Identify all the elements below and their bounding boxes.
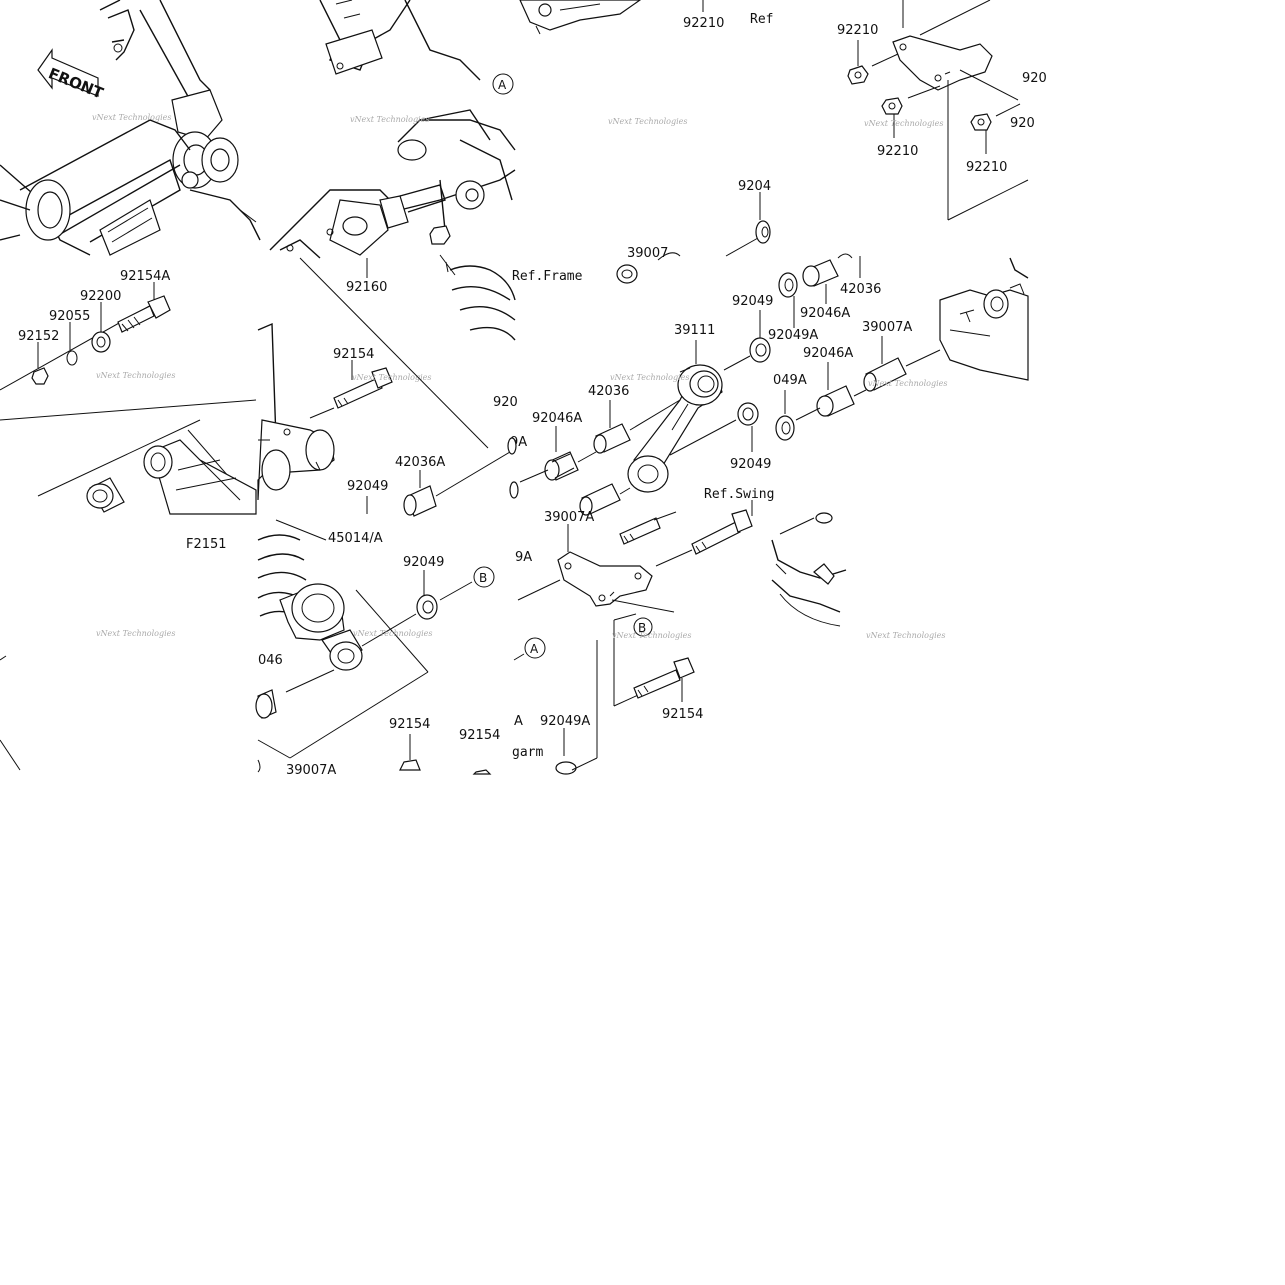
callout-a-circle-lower (524, 637, 546, 659)
watermark-text: vNext Technologies (353, 629, 432, 638)
part-label-a: A (514, 714, 523, 729)
ref-swingarm-label: garm (512, 745, 543, 760)
part-label-45014a: 45014/A (328, 531, 383, 546)
part-label-92210: 92210 (837, 23, 878, 38)
part-label-92049: 92049 (730, 457, 771, 472)
watermark-text: vNext Technologies (866, 631, 945, 640)
rocker-link-39111 (627, 364, 723, 493)
part-label-920: 920 (1010, 116, 1035, 131)
part-label-92154a: 92154A (120, 269, 170, 284)
bearing-92046a-lower (816, 385, 855, 417)
callout-b-label: B (638, 621, 646, 635)
part-label-9a: 9A (515, 550, 532, 565)
part-label-92049: 92049 (732, 294, 773, 309)
panel-upper-frame: 92160 A vNext Technologies Ref.Frame (269, 0, 583, 341)
panel-rocker-arm: 39007 9204 39111 92049 (519, 179, 774, 516)
part-label-92154: 92154 (389, 717, 430, 732)
watermark-text: vNext Technologies (610, 373, 689, 382)
watermark-text: vNext Technologies (612, 631, 691, 640)
part-label-39111: 39111 (674, 323, 715, 338)
part-label-92049: 92049 (403, 555, 444, 570)
part-label-92200: 92200 (80, 289, 121, 304)
bearing-92046a (544, 451, 579, 481)
panel-shock-spring: 45014/A 046 92049 B vNext Technologies 9… (255, 519, 500, 778)
watermark-text: vNext Technologies (352, 373, 431, 382)
part-label-92049: 92049 (347, 479, 388, 494)
part-label-92154: 92154 (459, 728, 500, 743)
callout-b-circle (473, 566, 495, 588)
panel-lower-link: 39007A 9A B vNext Technologies (512, 509, 753, 775)
watermark-text: vNext Technologies (92, 113, 171, 122)
part-label-42036: 42036 (588, 384, 629, 399)
bolt-92154a (117, 295, 171, 333)
watermark-text: vNext Technologies (96, 371, 175, 380)
part-label-9204: 9204 (738, 179, 771, 194)
part-label-92049a: 92049A (768, 328, 818, 343)
bolt-upper-link (619, 517, 661, 545)
front-arrow-icon: FRONT (37, 48, 106, 103)
part-label-920: 920 (493, 395, 518, 410)
part-label-92210: 92210 (683, 16, 724, 31)
watermark-text: vNext Technologies (608, 117, 687, 126)
watermark-text: vNext Technologies (96, 629, 175, 638)
sleeve-lower (579, 483, 621, 516)
part-label-42036: 42036 (840, 282, 881, 297)
part-label-42036a: 42036A (395, 455, 445, 470)
figure-code: F2151 (186, 537, 227, 552)
part-label-39007: 39007 (627, 246, 668, 261)
part-label-92046a: 92046A (532, 411, 582, 426)
shock-top (143, 439, 257, 515)
ref-swing-label: Ref.Swing (704, 487, 774, 502)
bolt-long-link (691, 509, 753, 555)
part-label-92046a: 92046A (800, 306, 850, 321)
watermark-text: vNext Technologies (868, 379, 947, 388)
callout-b-label: B (479, 571, 487, 585)
part-label-92210: 92210 (877, 144, 918, 159)
callout-a-circle (492, 73, 514, 95)
part-label-42036: 39007A (862, 320, 912, 335)
bolt-92154-lower (633, 657, 695, 699)
sleeve-42036-right (863, 357, 907, 392)
sleeve-46 (86, 477, 125, 513)
sleeve-42036 (593, 423, 631, 454)
callout-b-circle-lower (633, 617, 653, 637)
part-label-92055: 92055 (49, 309, 90, 324)
ref-label: Ref (750, 12, 773, 27)
part-label-92049a: 92049A (540, 714, 590, 729)
part-label-92160: 92160 (346, 280, 387, 295)
watermark-text: vNext Technologies (350, 115, 429, 124)
callout-a-label: A (498, 78, 507, 92)
sleeve-42036a (403, 485, 437, 517)
watermark-text: vNext Technologies (864, 119, 943, 128)
part-label-046: 046 (258, 653, 283, 668)
part-label-39007a: 39007A (286, 763, 336, 778)
bolt-92154 (333, 367, 393, 409)
bearing-92046a-upper (802, 259, 839, 287)
part-label-92046a: 92046A (803, 346, 853, 361)
panel-top-center-bracket: 92210 Ref vNext Technologies (519, 0, 773, 126)
ref-frame-label: Ref.Frame (512, 269, 583, 284)
panel-top-right-plate: 92210 92210 92210 920 920 vNext Technolo… (837, 0, 1047, 221)
callout-a-label: A (530, 642, 539, 656)
panel-shock-mount: 92154 vNext Technologies 42036A 92049 92… (257, 257, 527, 517)
part-label-92210: 92210 (966, 160, 1007, 175)
part-label-92154: 92154 (333, 347, 374, 362)
part-label-920: 920 (1022, 71, 1047, 86)
part-label-92152: 92152 (18, 329, 59, 344)
panel-frame-front: FRONT vNext Technologies (0, 0, 261, 256)
part-label-049a: 049A (773, 373, 807, 388)
panel-swingarm: vNext Technologies (771, 512, 945, 640)
part-label-92154: 92154 (662, 707, 703, 722)
panel-left-bolts: 92154A 92200 92055 92152 vNext Technolog… (0, 269, 257, 515)
panel-lower-left: F2151 vNext Technologies (0, 537, 227, 771)
panel-right-bearings: 92049A 92046A 42036 049A 92046A 3 (768, 253, 1029, 441)
part-label-39007a: 39007A (544, 510, 594, 525)
